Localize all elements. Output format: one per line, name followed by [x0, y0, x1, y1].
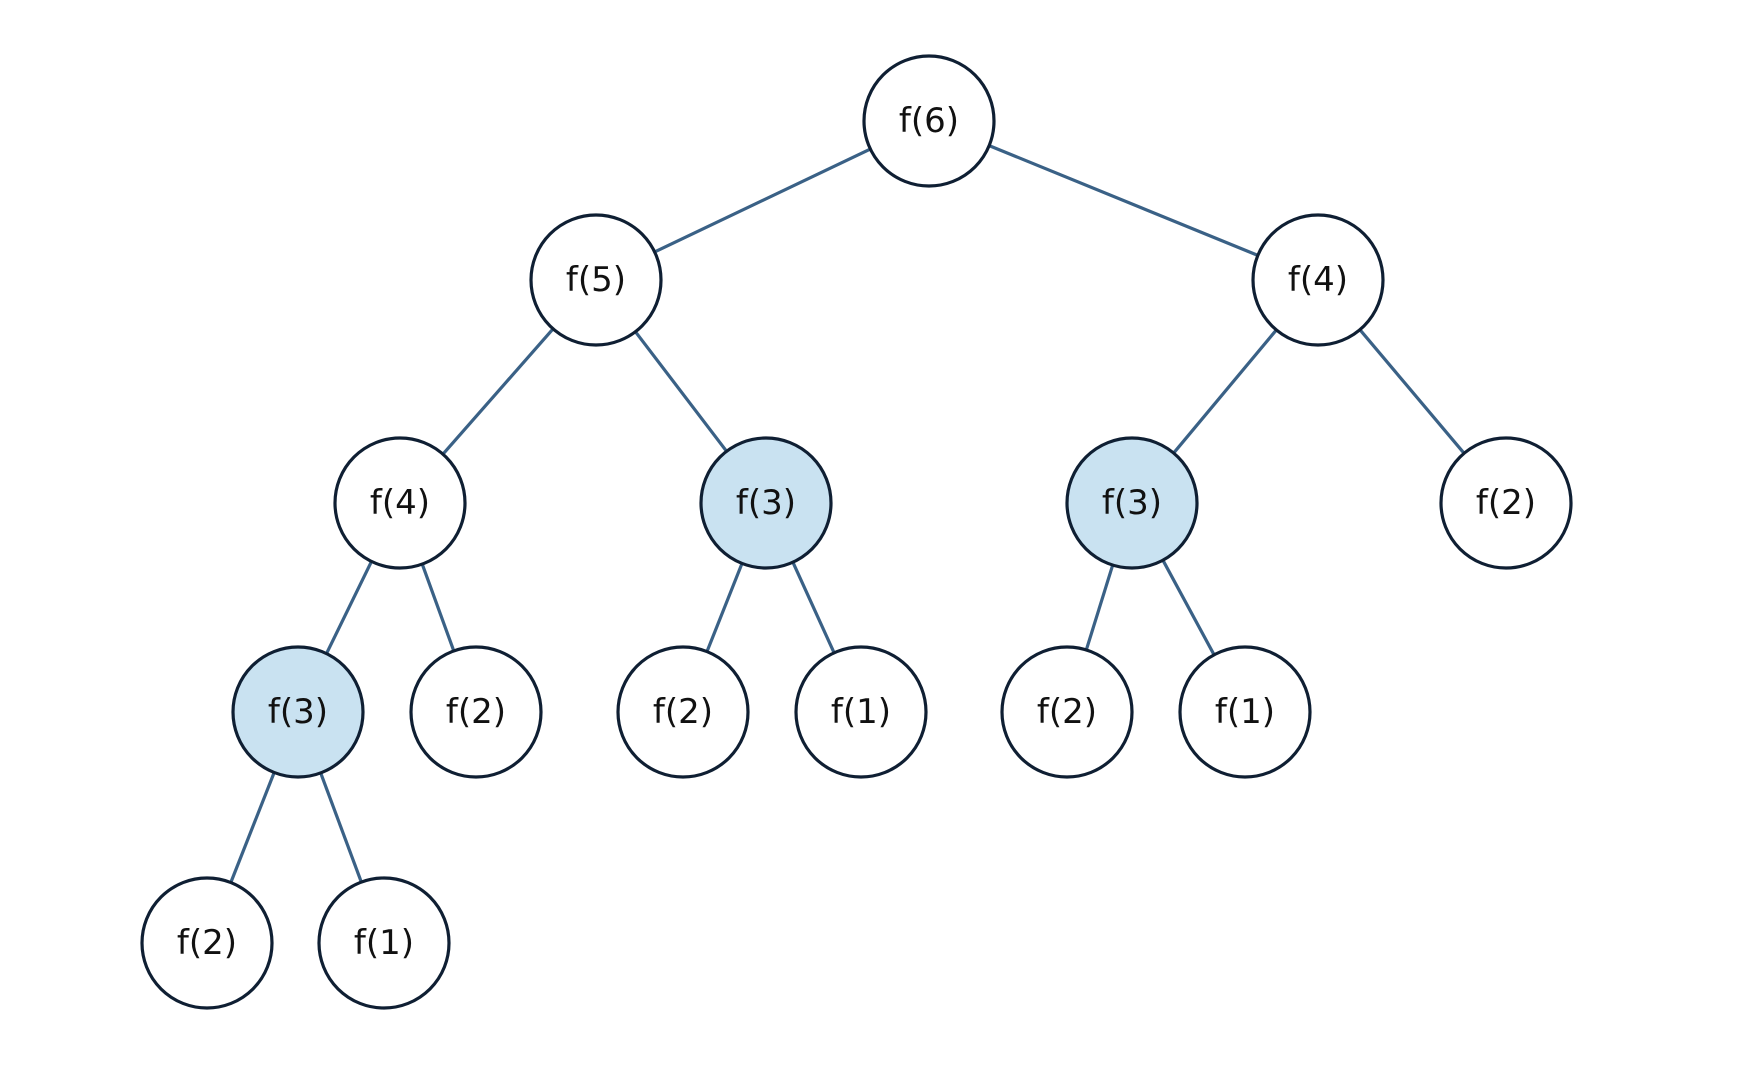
tree-node: f(3) [1065, 436, 1199, 570]
node-circle [616, 645, 750, 779]
edge-n5-n3a [634, 330, 728, 453]
tree-node: f(3) [699, 436, 833, 570]
tree-node: f(2) [1439, 436, 1573, 570]
edge-n4l-n2a [420, 563, 456, 652]
node-circle [317, 876, 451, 1010]
node-label: f(3) [1102, 483, 1162, 523]
node-circle [1178, 645, 1312, 779]
node-circle [794, 645, 928, 779]
tree-node: f(5) [529, 213, 663, 347]
node-label: f(2) [177, 923, 237, 963]
edge-n4r-n3b [1172, 328, 1278, 455]
node-circle [862, 54, 996, 188]
edge-n4r-n2r [1358, 328, 1466, 455]
edges-layer [229, 144, 1466, 884]
tree-node: f(1) [794, 645, 928, 779]
edge-n3a-n2b [705, 562, 744, 653]
node-label: f(6) [899, 101, 959, 141]
edge-n3b-n1c [1161, 559, 1216, 656]
edge-n3b-n2c [1084, 564, 1115, 651]
node-circle [1439, 436, 1573, 570]
node-label: f(2) [446, 692, 506, 732]
edge-n4l-n3c [325, 560, 373, 655]
tree-node: f(2) [140, 876, 274, 1010]
tree-node: f(2) [409, 645, 543, 779]
edge-n3a-n1b [791, 561, 836, 654]
edge-n6-n5 [653, 147, 872, 254]
highlighted-node-circle [231, 645, 365, 779]
tree-node: f(3) [231, 645, 365, 779]
edge-n3c-n2d [229, 771, 276, 884]
node-circle [1000, 645, 1134, 779]
node-label: f(2) [1037, 692, 1097, 732]
node-label: f(3) [736, 483, 796, 523]
node-label: f(2) [1476, 483, 1536, 523]
edge-n3c-n1d [319, 772, 363, 883]
node-circle [140, 876, 274, 1010]
tree-node: f(6) [862, 54, 996, 188]
tree-node: f(1) [317, 876, 451, 1010]
node-label: f(3) [268, 692, 328, 732]
node-circle [333, 436, 467, 570]
tree-node: f(2) [616, 645, 750, 779]
node-label: f(5) [566, 260, 626, 300]
node-label: f(4) [370, 483, 430, 523]
node-label: f(1) [1215, 692, 1275, 732]
tree-node: f(4) [333, 436, 467, 570]
tree-node: f(1) [1178, 645, 1312, 779]
highlighted-node-circle [699, 436, 833, 570]
edge-n6-n4r [988, 144, 1259, 257]
node-circle [409, 645, 543, 779]
node-circle [529, 213, 663, 347]
node-label: f(1) [354, 923, 414, 963]
edge-n5-n4l [441, 327, 555, 456]
nodes-layer: f(6) f(5) f(4) f(4) f(3) f(3) f(2) f(3) f(2) f(2)… [140, 54, 1573, 1010]
highlighted-node-circle [1065, 436, 1199, 570]
node-label: f(1) [831, 692, 891, 732]
node-label: f(4) [1288, 260, 1348, 300]
tree-node: f(4) [1251, 213, 1385, 347]
node-circle [1251, 213, 1385, 347]
node-label: f(2) [653, 692, 713, 732]
tree-node: f(2) [1000, 645, 1134, 779]
